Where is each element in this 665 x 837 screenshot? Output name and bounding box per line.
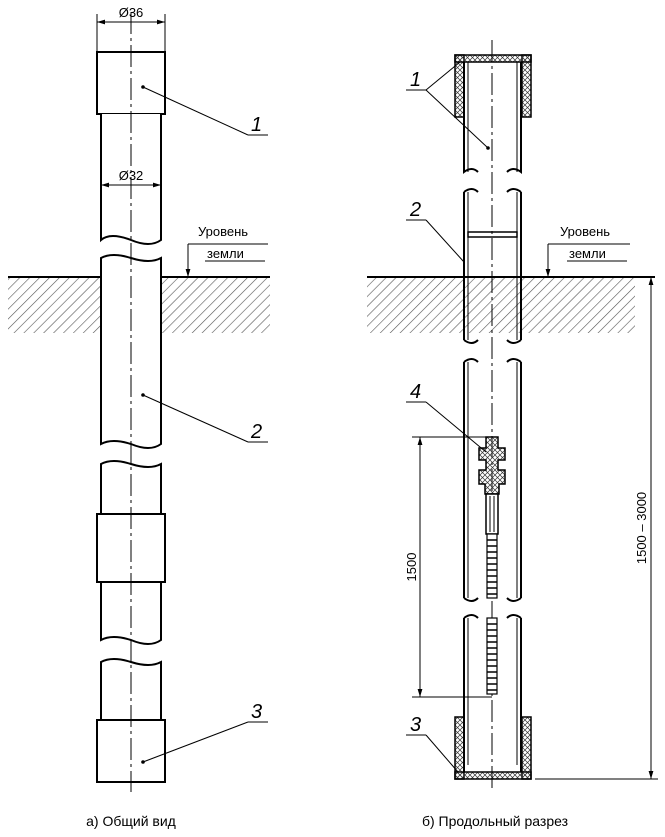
callout-3-b: 3 <box>410 714 421 736</box>
section-pipe-segment-2 <box>463 188 522 344</box>
ground-b <box>367 276 655 333</box>
dimension-outer-label: Ø36 <box>119 5 144 20</box>
callout-3-a: 3 <box>251 701 262 723</box>
ground-label-a-line1: Уровень <box>198 224 248 239</box>
callout-2-b: 2 <box>409 199 421 221</box>
section-pipe-segment-3 <box>463 358 522 602</box>
view-a-general: Ø36 Ø32 Уровень земли 1 2 3 а) Общий вид <box>8 5 270 829</box>
ground-label-a-line2: земли <box>207 246 244 261</box>
dimension-long-label: 1500 – 3000 <box>634 492 649 564</box>
view-b-section: Уровень земли 1500 1500 – 3000 1 2 4 3 б… <box>367 40 658 829</box>
rod-assembly <box>478 436 506 695</box>
callout-2-a: 2 <box>250 421 262 443</box>
ground-label-b-line1: Уровень <box>560 224 610 239</box>
callout-1-a: 1 <box>251 114 262 136</box>
caption-b: б) Продольный разрез <box>422 813 568 829</box>
section-pipe-segment-1 <box>463 62 522 174</box>
dimension-short-label: 1500 <box>404 553 419 582</box>
ground-label-b-line2: земли <box>569 246 606 261</box>
callout-1-b: 1 <box>410 69 421 91</box>
bottom-cap-section <box>454 716 532 780</box>
caption-a: а) Общий вид <box>86 813 176 829</box>
top-cap-section <box>454 54 532 118</box>
dimension-inner-label: Ø32 <box>119 168 144 183</box>
callout-4-b: 4 <box>410 381 421 403</box>
section-pipe-segment-4 <box>463 614 522 772</box>
